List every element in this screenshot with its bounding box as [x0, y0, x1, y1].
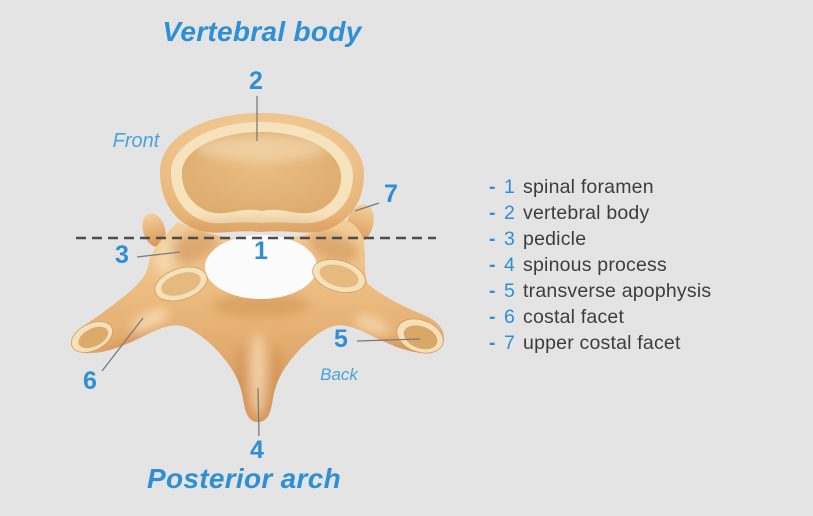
legend-item-upper-costal-facet: - 7 upper costal facet: [489, 330, 711, 356]
legend-label: spinal foramen: [523, 176, 654, 198]
legend-label: upper costal facet: [523, 332, 681, 354]
callout-number-5: 5: [334, 325, 348, 353]
legend-bullet: -: [489, 254, 496, 276]
leader-line-3: [136, 251, 181, 258]
legend-item-vertebral-body: - 2 vertebral body: [489, 200, 711, 226]
legend-number: 7: [504, 332, 516, 354]
callout-number-6: 6: [83, 367, 97, 395]
legend-number: 5: [504, 280, 516, 302]
legend-number: 4: [504, 254, 516, 276]
legend-number: 2: [504, 202, 516, 224]
legend-label: transverse apophysis: [523, 280, 712, 302]
bottom-title: Posterior arch: [146, 463, 342, 494]
leader-line-4: [257, 387, 260, 437]
legend-item-spinous-process: - 4 spinous process: [489, 252, 711, 278]
legend-label: vertebral body: [523, 202, 650, 224]
legend-bullet: -: [489, 202, 496, 224]
legend-bullet: -: [489, 306, 496, 328]
vertebral-body-shape: [160, 113, 364, 233]
callout-number-3: 3: [115, 241, 129, 269]
spinal-foramen-opening: [205, 235, 317, 299]
leader-line-7: [354, 202, 380, 212]
back-orientation-label: Back: [320, 365, 358, 384]
costal-facet-left: [70, 321, 114, 353]
legend-number: 1: [504, 176, 516, 198]
legend-bullet: -: [489, 176, 496, 198]
legend-number: 6: [504, 306, 516, 328]
legend-label: pedicle: [523, 228, 587, 250]
front-orientation-label: Front: [112, 130, 160, 152]
legend-bullet: -: [489, 332, 496, 354]
legend-label: spinous process: [523, 254, 667, 276]
legend-item-transverse-apophysis: - 5 transverse apophysis: [489, 278, 711, 304]
leader-line-5: [356, 338, 421, 342]
articular-facet-right: [312, 258, 366, 294]
callout-number-2: 2: [249, 67, 263, 95]
leader-line-6: [101, 317, 144, 372]
legend-number: 3: [504, 228, 516, 250]
legend-item-costal-facet: - 6 costal facet: [489, 304, 711, 330]
leader-lines: [101, 96, 421, 437]
legend-label: costal facet: [523, 306, 625, 328]
callout-number-7: 7: [384, 180, 398, 208]
legend-item-spinal-foramen: - 1 spinal foramen: [489, 174, 711, 200]
legend-item-pedicle: - 3 pedicle: [489, 226, 711, 252]
transverse-facet-right: [396, 318, 444, 354]
top-title: Vertebral body: [162, 16, 362, 47]
legend: - 1 spinal foramen - 2 vertebral body - …: [489, 174, 711, 356]
legend-bullet: -: [489, 280, 496, 302]
legend-bullet: -: [489, 228, 496, 250]
callout-number-1: 1: [254, 237, 268, 265]
callout-number-4: 4: [250, 436, 264, 464]
articular-facet-left: [154, 266, 208, 302]
